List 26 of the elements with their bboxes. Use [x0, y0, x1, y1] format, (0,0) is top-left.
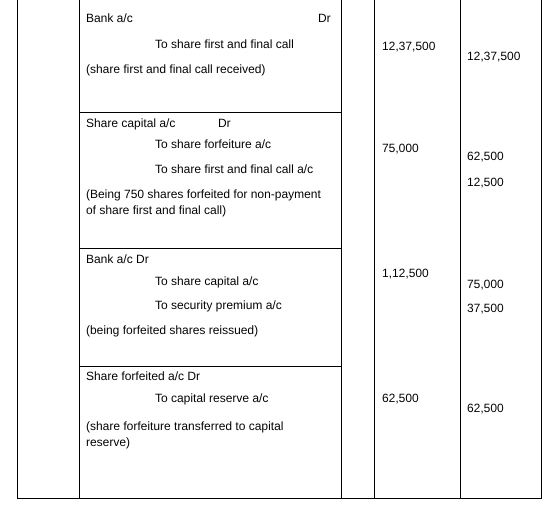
credit-account: To share first and final call	[155, 36, 294, 52]
account-name: Bank a/c Dr	[86, 251, 149, 267]
credit-account: To capital reserve a/c	[155, 390, 268, 406]
debit-amount: 1,12,500	[382, 265, 429, 281]
narration: (share first and final call received)	[86, 61, 266, 77]
account-name: Share forfeited a/c Dr	[86, 368, 200, 384]
debit-amount: 62,500	[382, 390, 419, 406]
narration: (Being 750 shares forfeited for non-payment of share first and final call)	[86, 186, 322, 218]
account-name: Share capital a/c	[86, 115, 176, 131]
credit-amount: 12,500	[467, 174, 504, 190]
credit-account: To share forfeiture a/c	[155, 136, 272, 152]
credit-amount: 12,37,500	[467, 48, 520, 64]
debit-marker: Dr	[318, 10, 331, 26]
debit-amount: 75,000	[382, 140, 419, 156]
credit-amount: 62,500	[467, 148, 504, 164]
credit-amount: 37,500	[467, 300, 504, 316]
credit-account: To share capital a/c	[155, 273, 258, 289]
credit-account: To security premium a/c	[155, 297, 282, 313]
account-name: Bank a/c	[86, 10, 133, 26]
narration: (being forfeited shares reissued)	[86, 322, 260, 338]
debit-amount: 12,37,500	[382, 38, 436, 54]
narration: (share forfeiture transferred to capital reserve)	[86, 418, 284, 450]
credit-account: To share first and final call a/c	[155, 161, 314, 177]
credit-amount: 62,500	[467, 400, 504, 416]
credit-amount: 75,000	[467, 276, 504, 292]
debit-marker: Dr	[218, 115, 231, 131]
